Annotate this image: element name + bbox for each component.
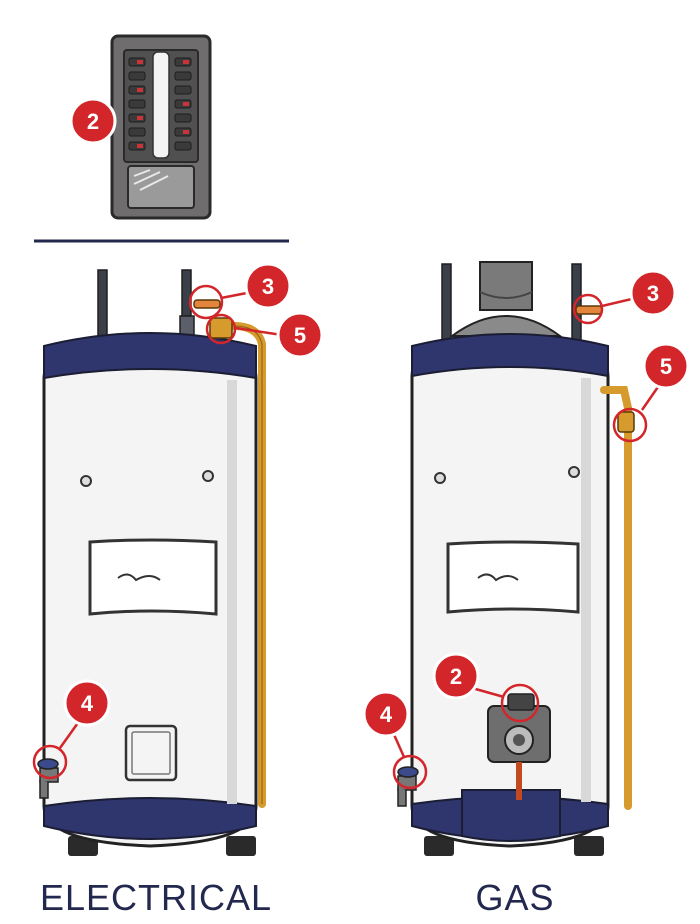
thermostat-panel-illustration [110, 34, 212, 220]
svg-text:3: 3 [262, 274, 274, 299]
svg-text:2: 2 [87, 109, 99, 134]
electrical-caption: ELECTRICAL [40, 877, 273, 918]
callout-gas-cold-inlet: 3 [629, 269, 677, 317]
electric-water-heater [37, 269, 266, 856]
gas-water-heater [397, 261, 635, 856]
svg-text:3: 3 [647, 281, 659, 306]
callout-electric-drain-valve: 4 [63, 679, 111, 727]
svg-text:5: 5 [294, 323, 306, 348]
svg-text:4: 4 [380, 702, 393, 727]
svg-text:5: 5 [660, 354, 672, 379]
callout-electric-relief-valve: 5 [276, 311, 324, 359]
svg-text:4: 4 [81, 691, 94, 716]
gas-caption: GAS [475, 877, 555, 918]
callout-thermostat: 2 [69, 97, 117, 145]
callout-gas-control-valve: 2 [432, 652, 480, 700]
callout-gas-relief-valve: 5 [642, 342, 690, 390]
callout-electric-cold-inlet: 3 [244, 262, 292, 310]
callout-gas-drain-valve: 4 [362, 690, 410, 738]
callout-rings [32, 284, 648, 790]
svg-text:2: 2 [450, 664, 462, 689]
